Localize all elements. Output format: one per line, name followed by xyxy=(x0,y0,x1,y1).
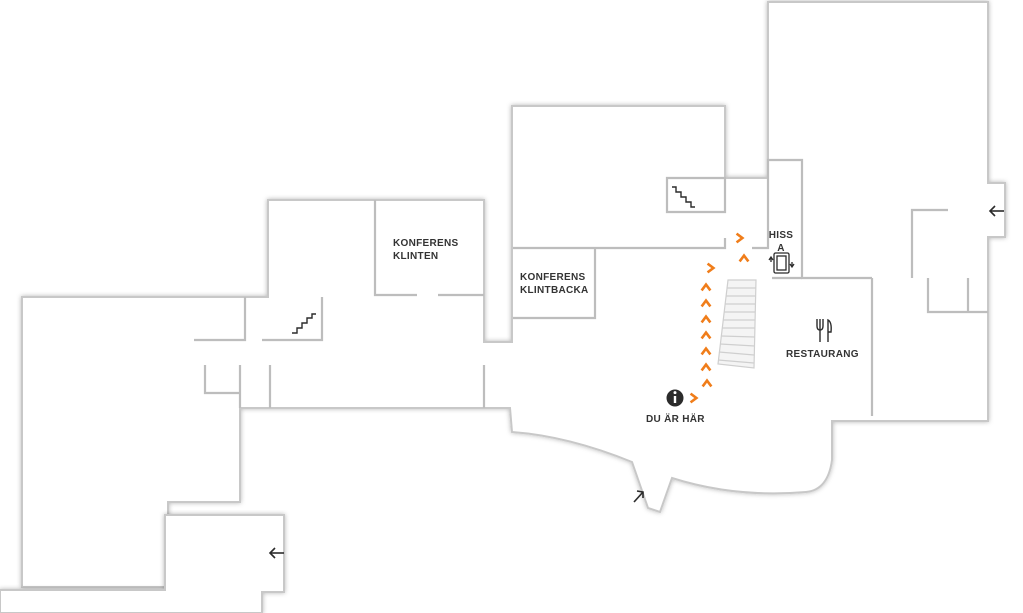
route-chevron xyxy=(700,362,712,372)
arrow-left-icon xyxy=(988,205,1004,217)
stairs-icon xyxy=(672,186,695,208)
route-chevron xyxy=(700,330,712,340)
route-chevron xyxy=(700,314,712,324)
fork-knife-icon xyxy=(816,318,832,342)
route-chevron xyxy=(689,392,699,404)
central-staircase xyxy=(717,279,757,369)
building-outline xyxy=(21,1,1006,588)
interior-walls xyxy=(194,158,988,416)
room-label-line: KONFERENS xyxy=(520,272,586,283)
room-label-konferens-klinten: KONFERENS KLINTEN xyxy=(393,237,458,263)
route-chevron xyxy=(701,378,713,388)
route-chevron xyxy=(700,346,712,356)
route-chevron xyxy=(735,232,745,244)
route-path xyxy=(689,232,750,404)
room-label-hiss: HISS A xyxy=(766,229,796,255)
room-label-line: KLINTBACKA xyxy=(520,285,589,296)
arrow-left-icon xyxy=(268,547,284,559)
room-label-line: HISS xyxy=(768,230,794,241)
route-chevron xyxy=(700,298,712,308)
info-icon xyxy=(666,389,684,407)
route-chevron xyxy=(700,282,712,292)
room-label-konferens-klintbacka: KONFERENS KLINTBACKA xyxy=(520,271,589,297)
room-label-line: KLINTEN xyxy=(393,251,439,262)
stairs-icon xyxy=(292,313,316,334)
room-label-line: A xyxy=(777,243,785,254)
route-chevron xyxy=(738,253,750,263)
you-are-here-label: DU ÄR HÄR xyxy=(646,414,705,425)
route-chevron xyxy=(706,262,716,274)
arrow-up-right-icon xyxy=(633,490,644,503)
room-label-restaurang: RESTAURANG xyxy=(786,349,859,360)
room-label-line: KONFERENS xyxy=(393,238,459,249)
elevator-icon xyxy=(768,252,795,274)
